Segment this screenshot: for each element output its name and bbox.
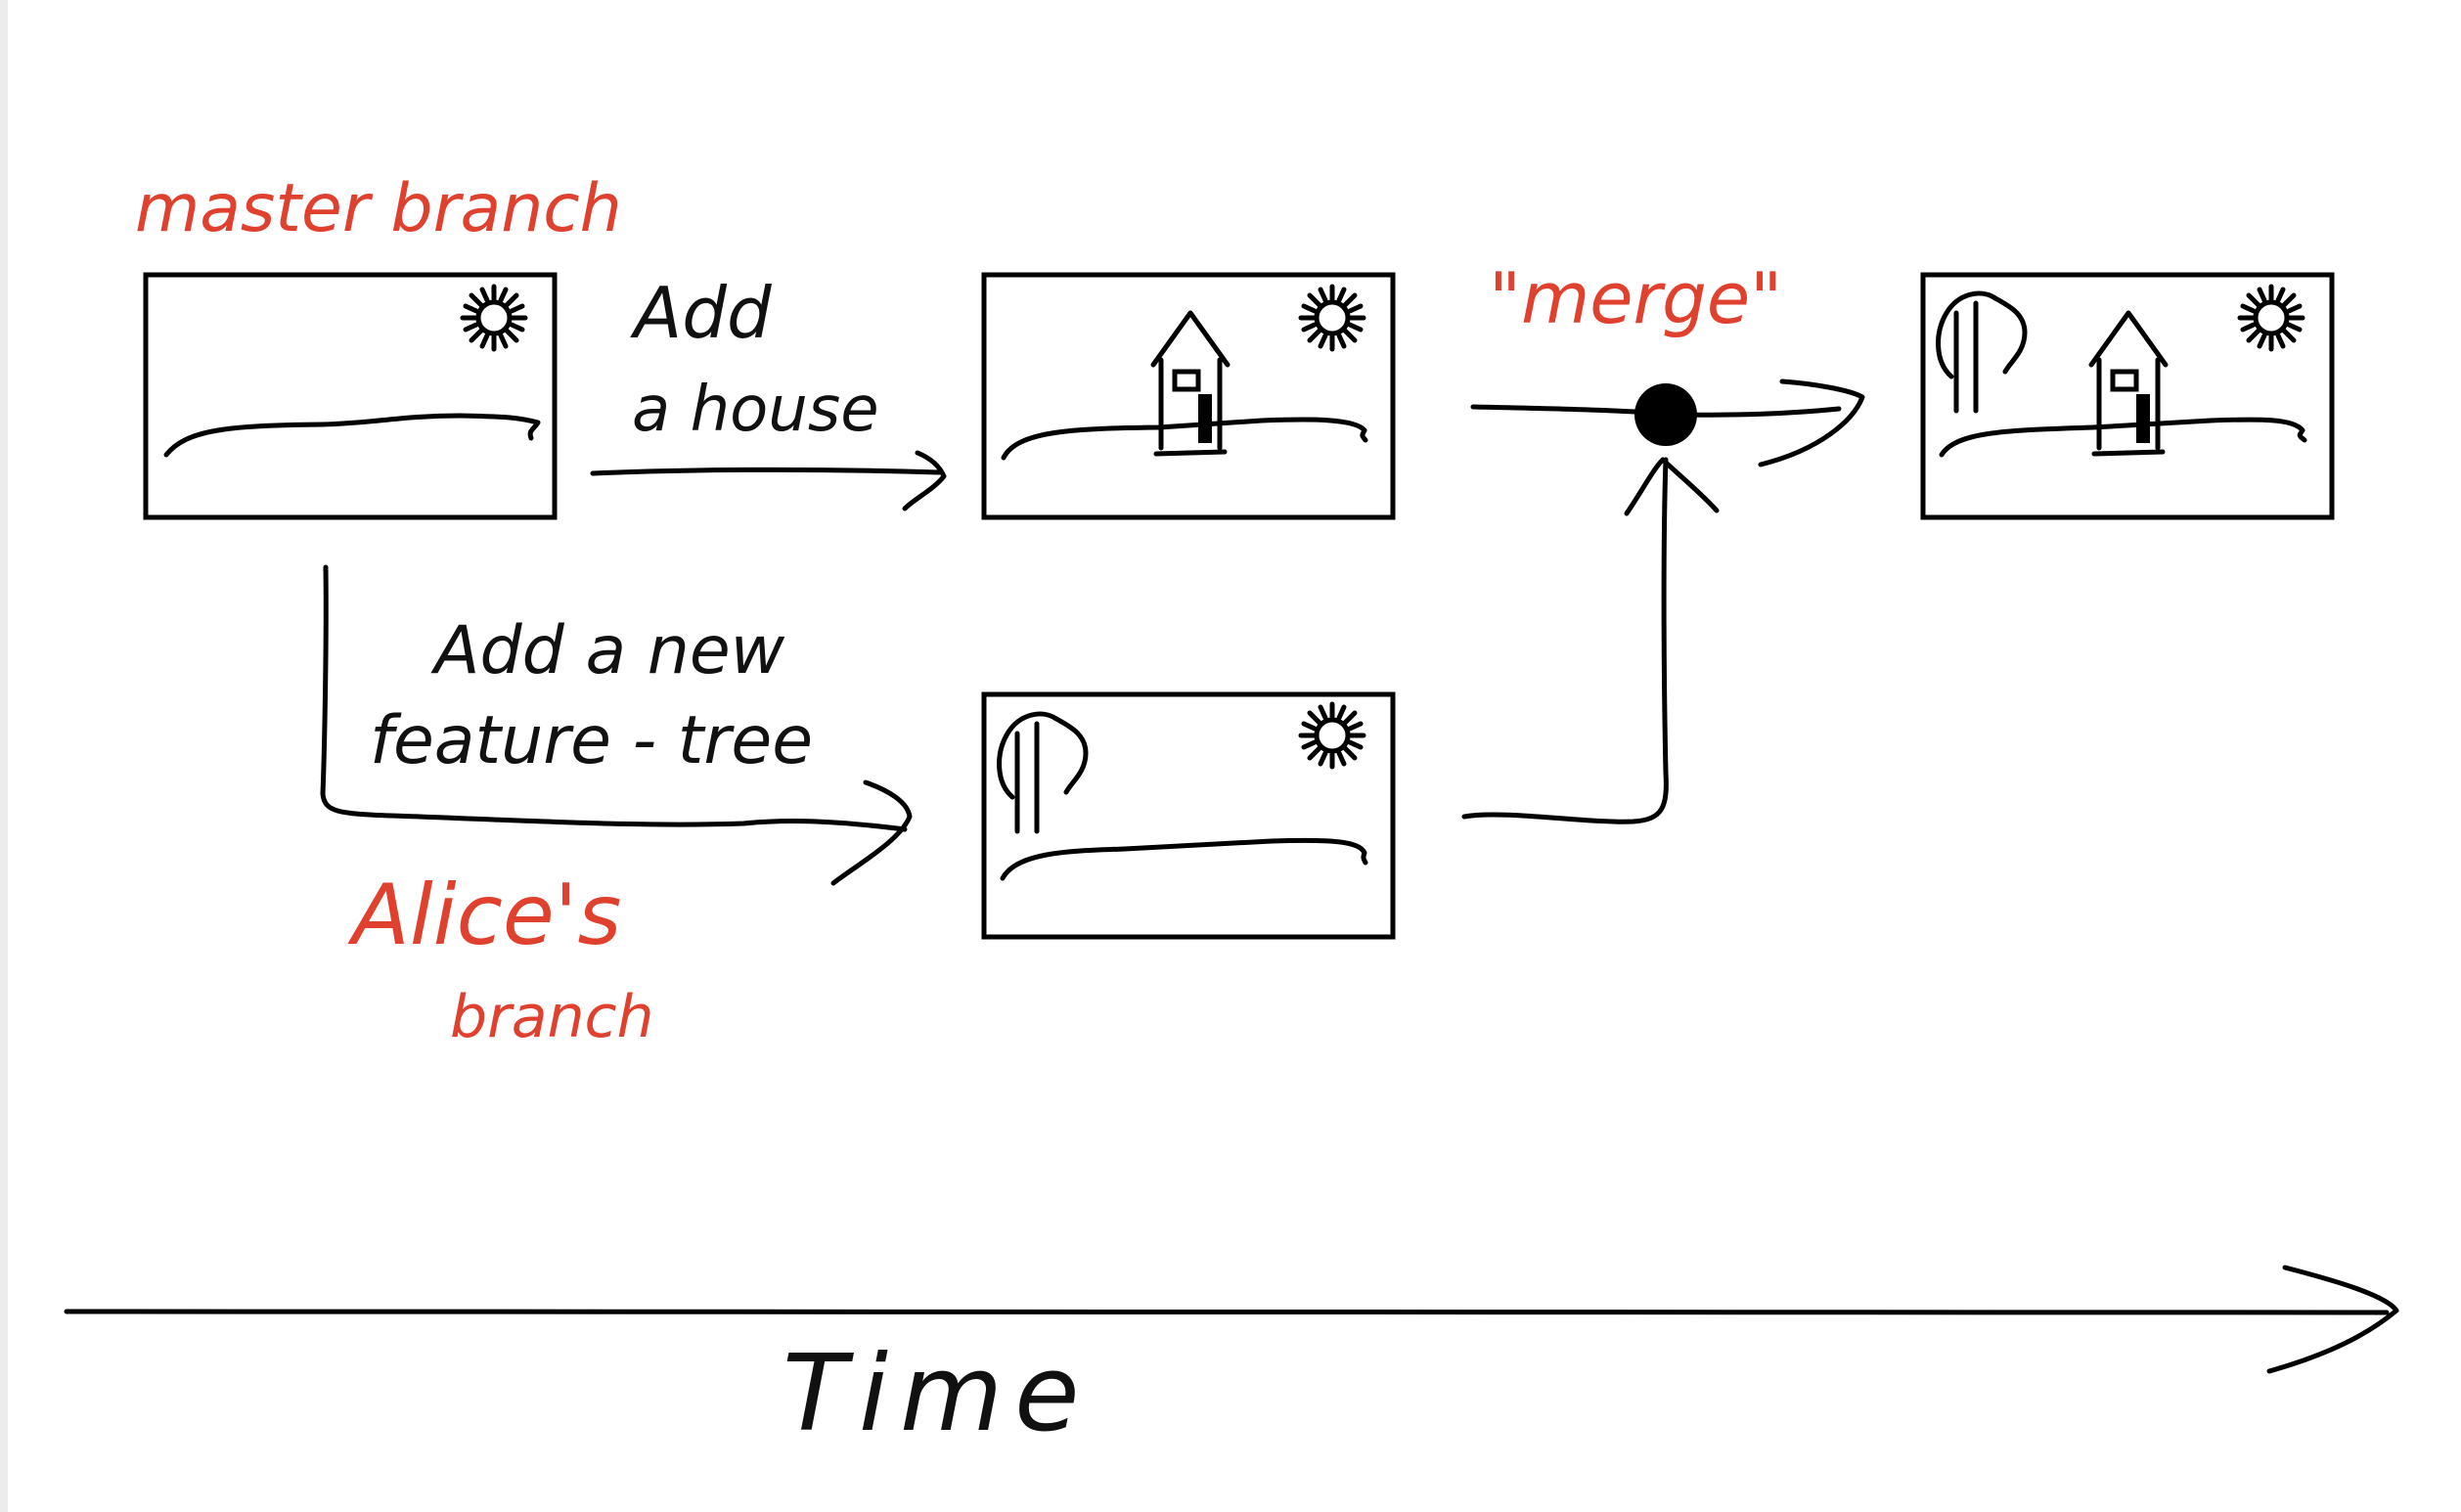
label-time: Time (783, 1333, 1092, 1455)
time-axis (64, 1265, 2399, 1374)
left-edge-strip (0, 0, 8, 1512)
frame-master-house (981, 272, 1396, 520)
merge-node (1634, 383, 1697, 446)
frame-merged (1920, 272, 2335, 520)
label-add-house-line2: a house (632, 374, 879, 446)
label-add-house-line1: Add (630, 272, 773, 354)
label-merge: "merge" (1489, 257, 1782, 339)
arrow-add-house (590, 450, 947, 511)
label-master-branch: master branch (135, 170, 622, 247)
arrow-alice-to-merge (1461, 457, 1720, 824)
label-alice-line2: branch (450, 983, 654, 1051)
arrow-alice-branch (320, 564, 913, 886)
frame-alice-tree (981, 691, 1396, 940)
label-add-feature-line2: feature - tree (370, 702, 813, 779)
label-alice-line1: Alice's (347, 867, 621, 964)
label-add-feature-line1: Add a new (430, 612, 785, 689)
frame-master-initial (143, 272, 558, 520)
